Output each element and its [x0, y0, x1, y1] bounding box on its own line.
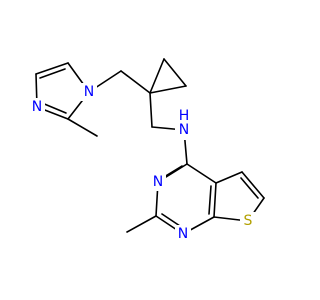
- bond-thio-c4a-c5: [215, 171, 243, 184]
- bond-cp-c3-c1: [149, 85, 187, 94]
- atom-h-amine: H: [179, 108, 190, 124]
- bond-imid-c2-methyl: [67, 118, 98, 137]
- bond-imid-c5-c4: [35, 62, 69, 75]
- bond-cp-c1-c2: [149, 58, 165, 94]
- atom-s-thiophene: S: [244, 213, 253, 229]
- atom-n-pyrimidine-3: N: [153, 174, 163, 190]
- molecule-structure: N N N H N N S: [29, 58, 265, 243]
- bond-ch2-cyclopropyl: [120, 70, 151, 94]
- bond-cp-ch2: [149, 92, 153, 128]
- bond-pyr-c7a-c4a: [213, 182, 217, 218]
- atom-label-layer: N N N H N N S: [29, 83, 256, 243]
- bond-pyr-c7a-c4a-double: [208, 185, 212, 215]
- bond-imid-n3-c2-double: [41, 102, 67, 114]
- atom-n-amine: N: [179, 122, 189, 138]
- bond-pyr-c4a-c4: [186, 163, 217, 184]
- atom-n-imidazole-1: N: [84, 84, 94, 100]
- bond-thio-c5-c6-double: [240, 177, 259, 199]
- bond-layer: [35, 58, 265, 235]
- bond-cp-c2-c3: [163, 58, 187, 87]
- bond-thio-c5-c6: [241, 171, 265, 199]
- bond-pyr-c2-methyl: [126, 215, 157, 233]
- bond-imid-c5-c4-double: [39, 68, 66, 79]
- atom-n-imidazole-3: N: [32, 99, 42, 115]
- atom-n-pyrimidine-1: N: [178, 226, 188, 242]
